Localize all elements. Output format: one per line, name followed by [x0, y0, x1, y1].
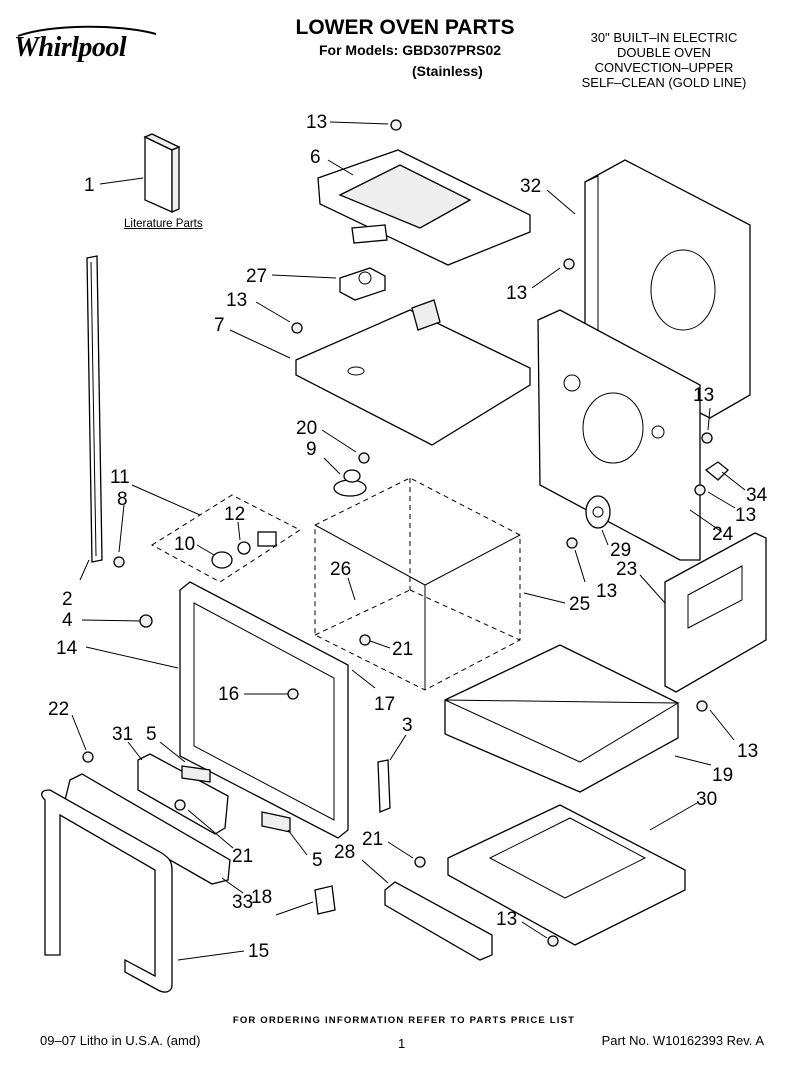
part-bracket-34 [704, 461, 729, 481]
callout-label: 23 [616, 559, 637, 580]
callout-label: 13 [506, 283, 527, 304]
callout-label: 6 [310, 147, 321, 168]
callout-label: 3 [402, 715, 413, 736]
brand-logo: Whirlpool [14, 32, 127, 63]
callout-label: 32 [520, 176, 541, 197]
callout-label: 5 [146, 724, 157, 745]
callout-label: 4 [62, 610, 73, 631]
callout-label: 13 [226, 290, 247, 311]
part-rail-28 [384, 881, 493, 961]
part-bottom-tray [447, 804, 686, 946]
description-line: DOUBLE OVEN [617, 45, 711, 60]
callout-label: 29 [610, 540, 631, 561]
part-convection-back [537, 309, 701, 561]
part-clip-18 [314, 885, 336, 915]
callout-label: 21 [392, 639, 413, 660]
callout-label: 13 [496, 909, 517, 930]
callout-label: 11 [110, 467, 130, 488]
part-block-5b [261, 811, 291, 833]
part-door-frame [179, 581, 349, 839]
description-line: CONVECTION–UPPER [594, 60, 734, 75]
callout-label: 21 [362, 829, 383, 850]
callout-label: 7 [214, 315, 225, 336]
product-description: 30" BUILT–IN ELECTRIC DOUBLE OVEN CONVEC… [564, 30, 764, 90]
callout-label: 12 [224, 504, 245, 525]
page-title: LOWER OVEN PARTS [295, 16, 515, 39]
callout-label: 24 [712, 524, 734, 545]
callout-label: 18 [251, 887, 272, 908]
page-number: 1 [398, 1036, 406, 1051]
callout-label: 13 [596, 581, 617, 602]
callout-label: 19 [712, 765, 733, 786]
callout-label: 33 [232, 892, 253, 913]
callout-label: 13 [735, 505, 756, 526]
callout-label: 2 [62, 589, 73, 610]
callout-label: 27 [246, 266, 267, 287]
models-line: For Models: GBD307PRS02 [318, 42, 502, 58]
description-line: 30" BUILT–IN ELECTRIC [590, 30, 738, 45]
callout-label: 30 [696, 789, 717, 810]
part-side-trim [86, 255, 103, 563]
screw-icons [82, 119, 713, 947]
callout-label: 31 [112, 724, 133, 745]
callout-label: 5 [312, 850, 323, 871]
callout-label: 9 [306, 439, 317, 460]
ordering-note: FOR ORDERING INFORMATION REFER TO PARTS … [232, 1015, 576, 1026]
callout-label: 22 [48, 699, 69, 720]
callout-label: 13 [306, 112, 327, 133]
part-bottom-shelf [444, 644, 680, 793]
finish-label: (Stainless) [412, 63, 483, 79]
part-side-panel [664, 532, 767, 693]
literature-parts-label: Literature Parts [124, 218, 203, 230]
litho-info: 09–07 Litho in U.S.A. (amd) [40, 1033, 201, 1048]
leader-lines [71, 121, 746, 961]
description-line: SELF–CLEAN (GOLD LINE) [581, 75, 747, 90]
part-door-gasket [41, 789, 173, 993]
part-number: Part No. W10162393 Rev. A [601, 1033, 764, 1048]
callout-label: 13 [693, 385, 714, 406]
callout-label: 17 [374, 694, 395, 715]
callout-label: 28 [334, 842, 355, 863]
part-oven-cavity [314, 477, 521, 691]
callout-label: 14 [56, 638, 78, 659]
brand-logo-swoosh [17, 25, 157, 37]
callout-label: 15 [248, 941, 269, 962]
callout-label: 21 [232, 846, 253, 867]
callout-label: 25 [569, 594, 590, 615]
part-top-panel [295, 299, 531, 446]
part-vent-duct [317, 149, 531, 266]
part-thermal-switch [339, 267, 386, 301]
callout-label: 8 [117, 489, 128, 510]
callout-label: 10 [174, 534, 195, 555]
part-element-9 [333, 469, 367, 497]
callout-label: 13 [737, 741, 758, 762]
callout-label: 16 [218, 684, 239, 705]
callout-label: 20 [296, 418, 317, 439]
callout-labels: 1 2 3 4 5 5 6 7 8 9 10 11 12 13 13 13 13… [48, 112, 768, 962]
part-hinge-3 [377, 759, 391, 813]
part-light-socket [211, 531, 277, 569]
part-literature [143, 133, 181, 214]
part-light-assembly-outline [151, 494, 301, 583]
part-fan-motor [585, 495, 611, 529]
callout-label: 26 [330, 559, 351, 580]
callout-label: 34 [746, 485, 768, 506]
callout-label: 1 [84, 175, 95, 196]
part-block-5a [181, 765, 211, 783]
